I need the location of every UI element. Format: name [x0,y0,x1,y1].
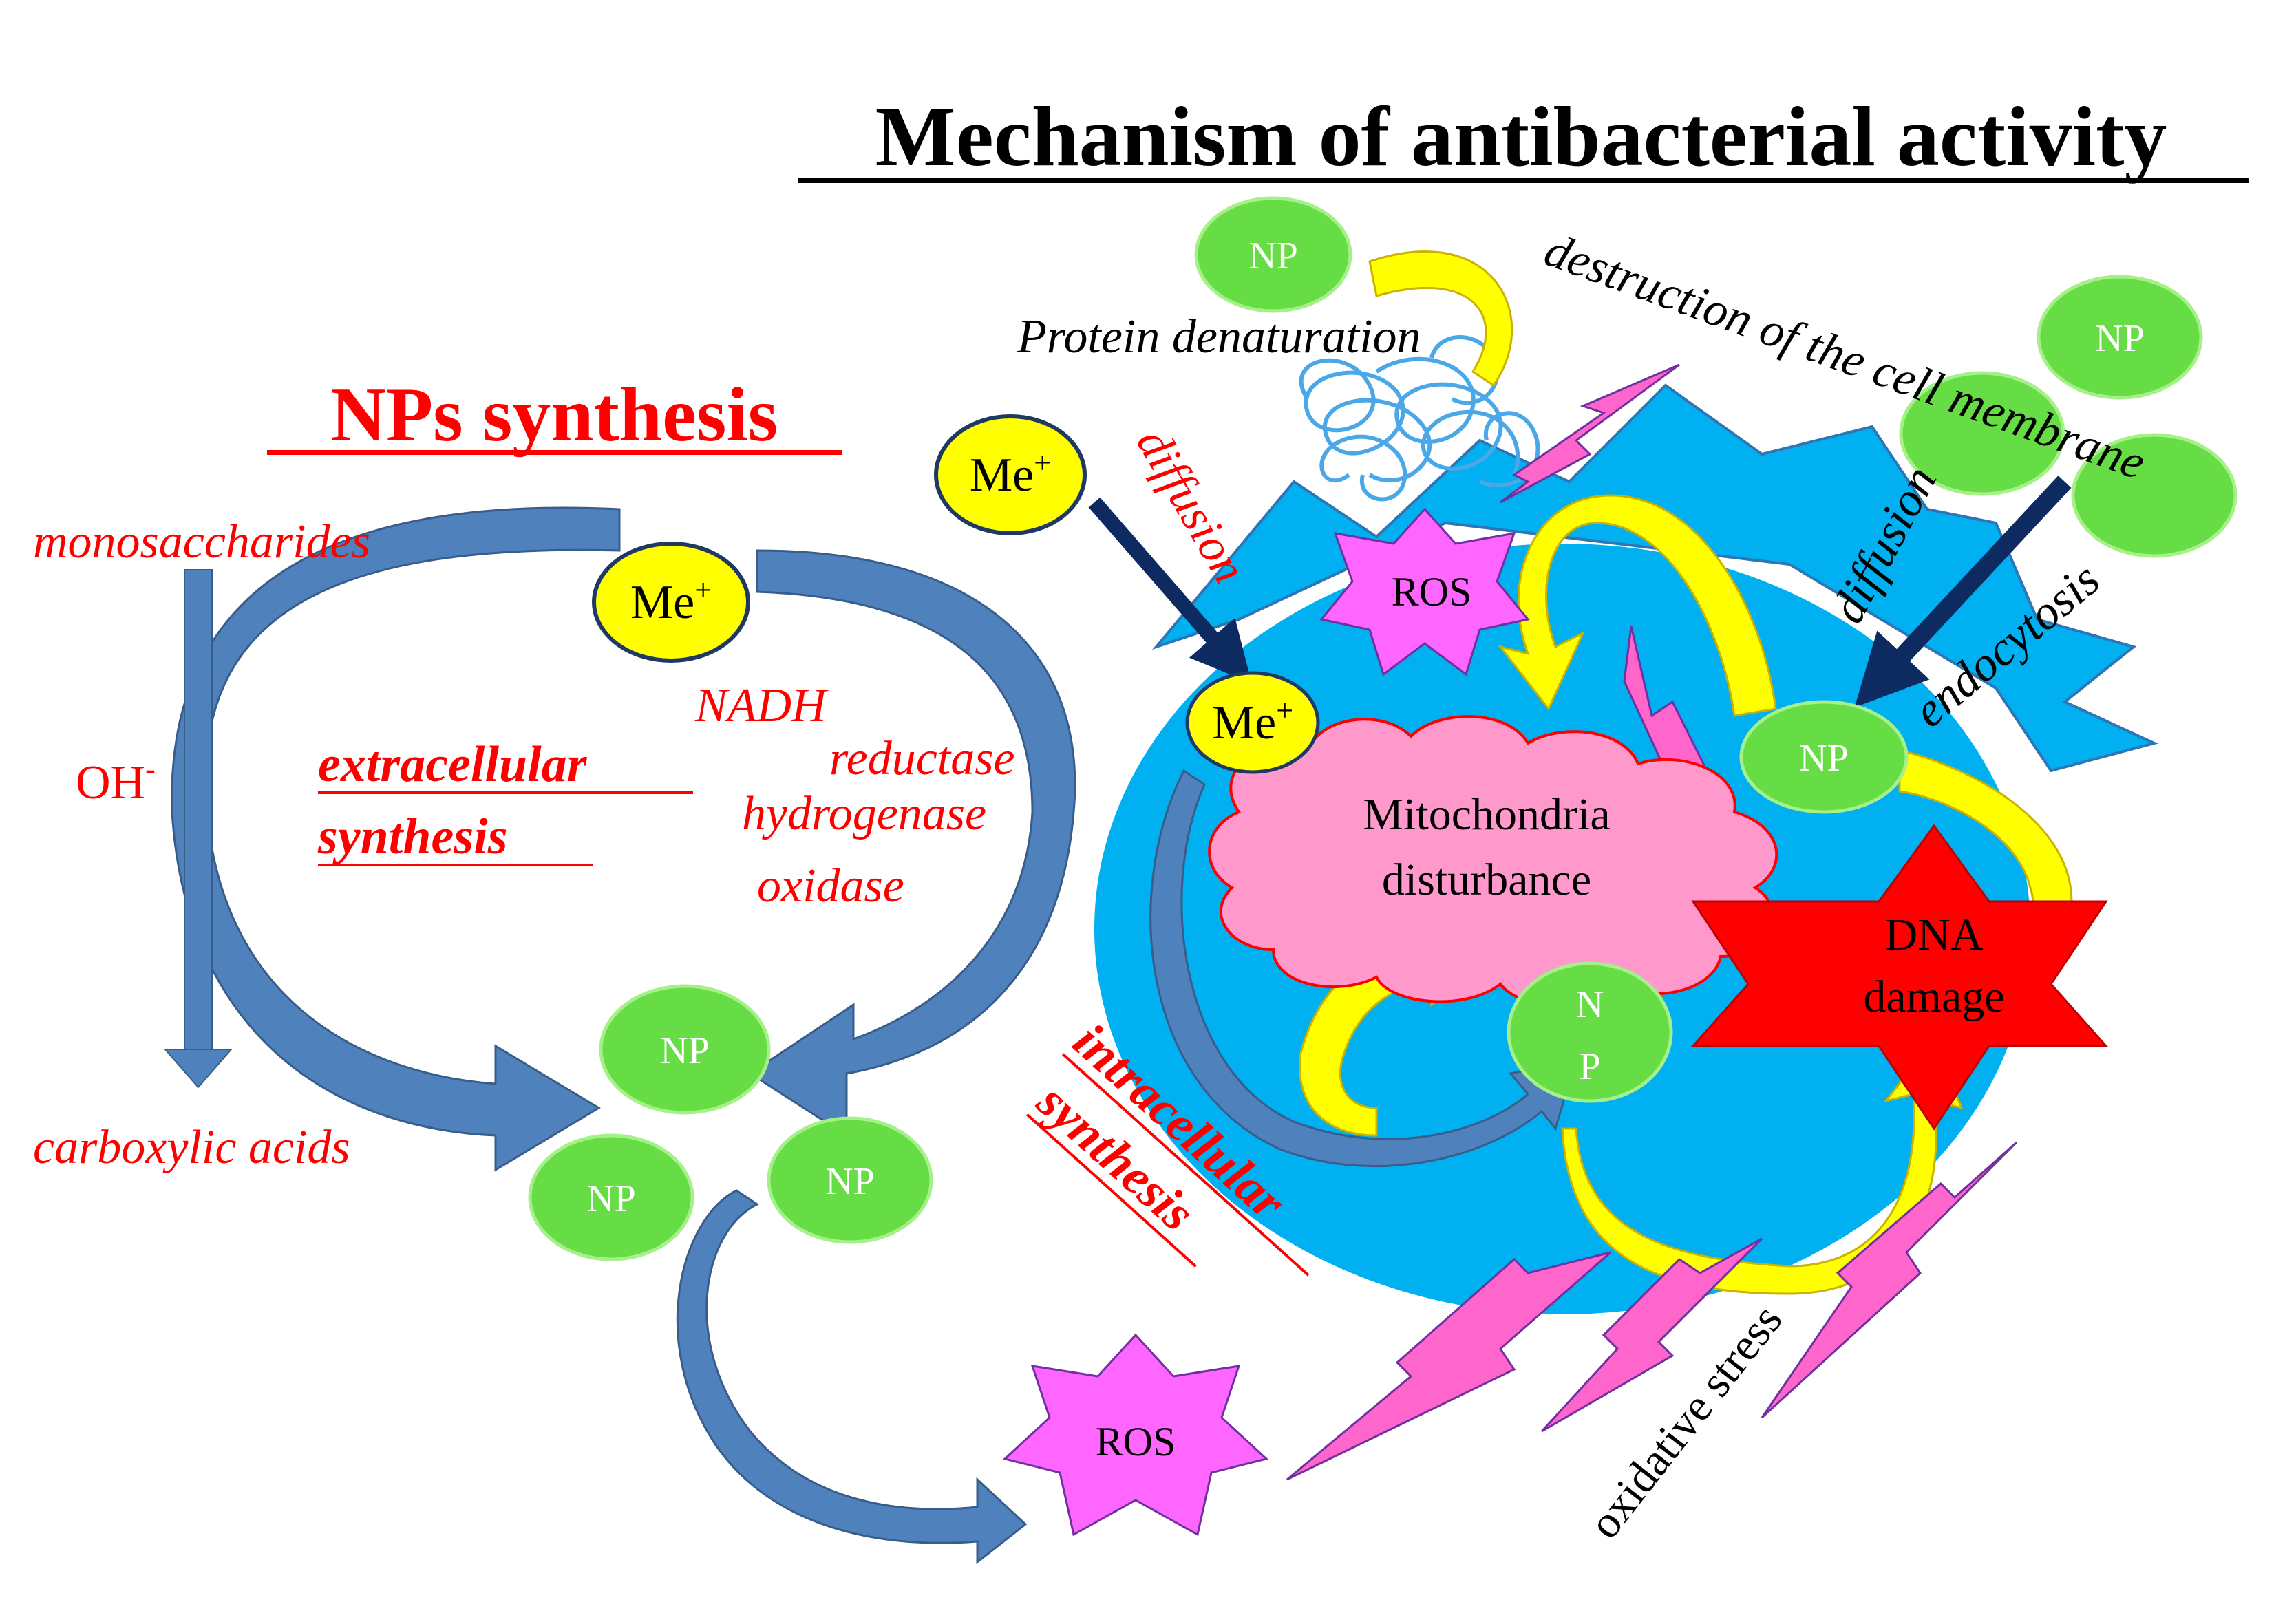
hydrogenase-label: hydrogenase [742,787,986,840]
svg-text:Me+: Me+ [970,446,1051,502]
np-bubbles: NP NP NP N P NP NP NP [528,196,2237,1261]
svg-text:Me+: Me+ [1212,694,1293,749]
ros-star-top: ROS [1319,507,1530,676]
np-bubble-right-3 [2071,433,2237,558]
mito-label-1: Mitochondria [1363,789,1610,840]
svg-text:Me+: Me+ [630,573,712,629]
me-ion-outside: Me+ [934,414,1087,535]
extracellular-underline-2 [318,864,593,866]
extracellular-label-2: synthesis [317,809,508,865]
ros-label-bottom: ROS [1096,1419,1176,1464]
np-bubble-right-1: NP [2037,275,2203,400]
intracellular-arrow [1149,769,1578,1168]
monosaccharide-arrow [163,569,233,1089]
np-bubble-cell: NP [1739,700,1909,814]
np-bubble-split: N P [1507,961,1673,1103]
me-diffusion-arrow [1088,497,1252,684]
nadh-label: NADH [694,679,829,732]
np-bubble-right-2 [1899,371,2065,496]
mito-label-2: disturbance [1382,855,1591,905]
np-bubble-loop: NP [599,984,771,1115]
title-underline [798,178,2249,183]
me-text: Me [630,576,694,629]
extracellular-loop [171,506,1076,1172]
np-bubble-left: NP [528,1133,694,1261]
extracellular-label-1: extracellular [318,736,588,793]
me-charge: + [1034,446,1051,480]
dna-damage-star: DNA damage [1690,824,2109,1131]
np-bubble-right: NP [767,1116,933,1244]
svg-text:N: N [1576,983,1604,1026]
svg-text:NP: NP [586,1177,636,1220]
reductase-label: reductase [829,732,1015,785]
np-synthesis-underline [267,450,842,455]
diagram-title: Mechanism of antibacterial activity [875,89,2167,184]
me-charge: + [694,573,712,607]
mitochondria-cloud: Mitochondria disturbance [1208,715,1778,1006]
svg-text:NP: NP [660,1029,710,1072]
dna-label-2: damage [1863,972,2004,1022]
ros-label-top: ROS [1392,569,1472,615]
np-entry-arrow [1854,476,2072,708]
carboxylic-acids-label: carboxylic acids [33,1121,350,1174]
svg-text:P: P [1579,1045,1600,1088]
np-synthesis-title: NPs synthesis [330,372,778,458]
protein-denaturation-label: Protein denaturation [1017,310,1421,363]
svg-text:NP: NP [2095,317,2145,360]
extracellular-underline-1 [318,791,693,794]
me-ion-synthesis: Me+ [592,542,750,663]
np-to-ros-arrow [676,1189,1028,1565]
lightning-bolts [1286,363,2018,1481]
monosaccharides-label: monosaccharides [33,515,370,568]
np-bubble-top: NP [1194,196,1352,313]
svg-text:NP: NP [825,1160,875,1203]
oh-label: OH- [76,752,156,809]
ros-star-bottom: ROS [1002,1333,1269,1537]
me-text: Me [970,449,1034,502]
me-charge: + [1276,694,1293,727]
dna-label-1: DNA [1885,910,1984,960]
svg-text:NP: NP [1799,737,1849,780]
svg-text:NP: NP [1248,235,1298,277]
me-ion-inside: Me+ [1185,671,1320,774]
me-text: Me [1212,696,1276,749]
oxidase-label: oxidase [757,859,904,912]
